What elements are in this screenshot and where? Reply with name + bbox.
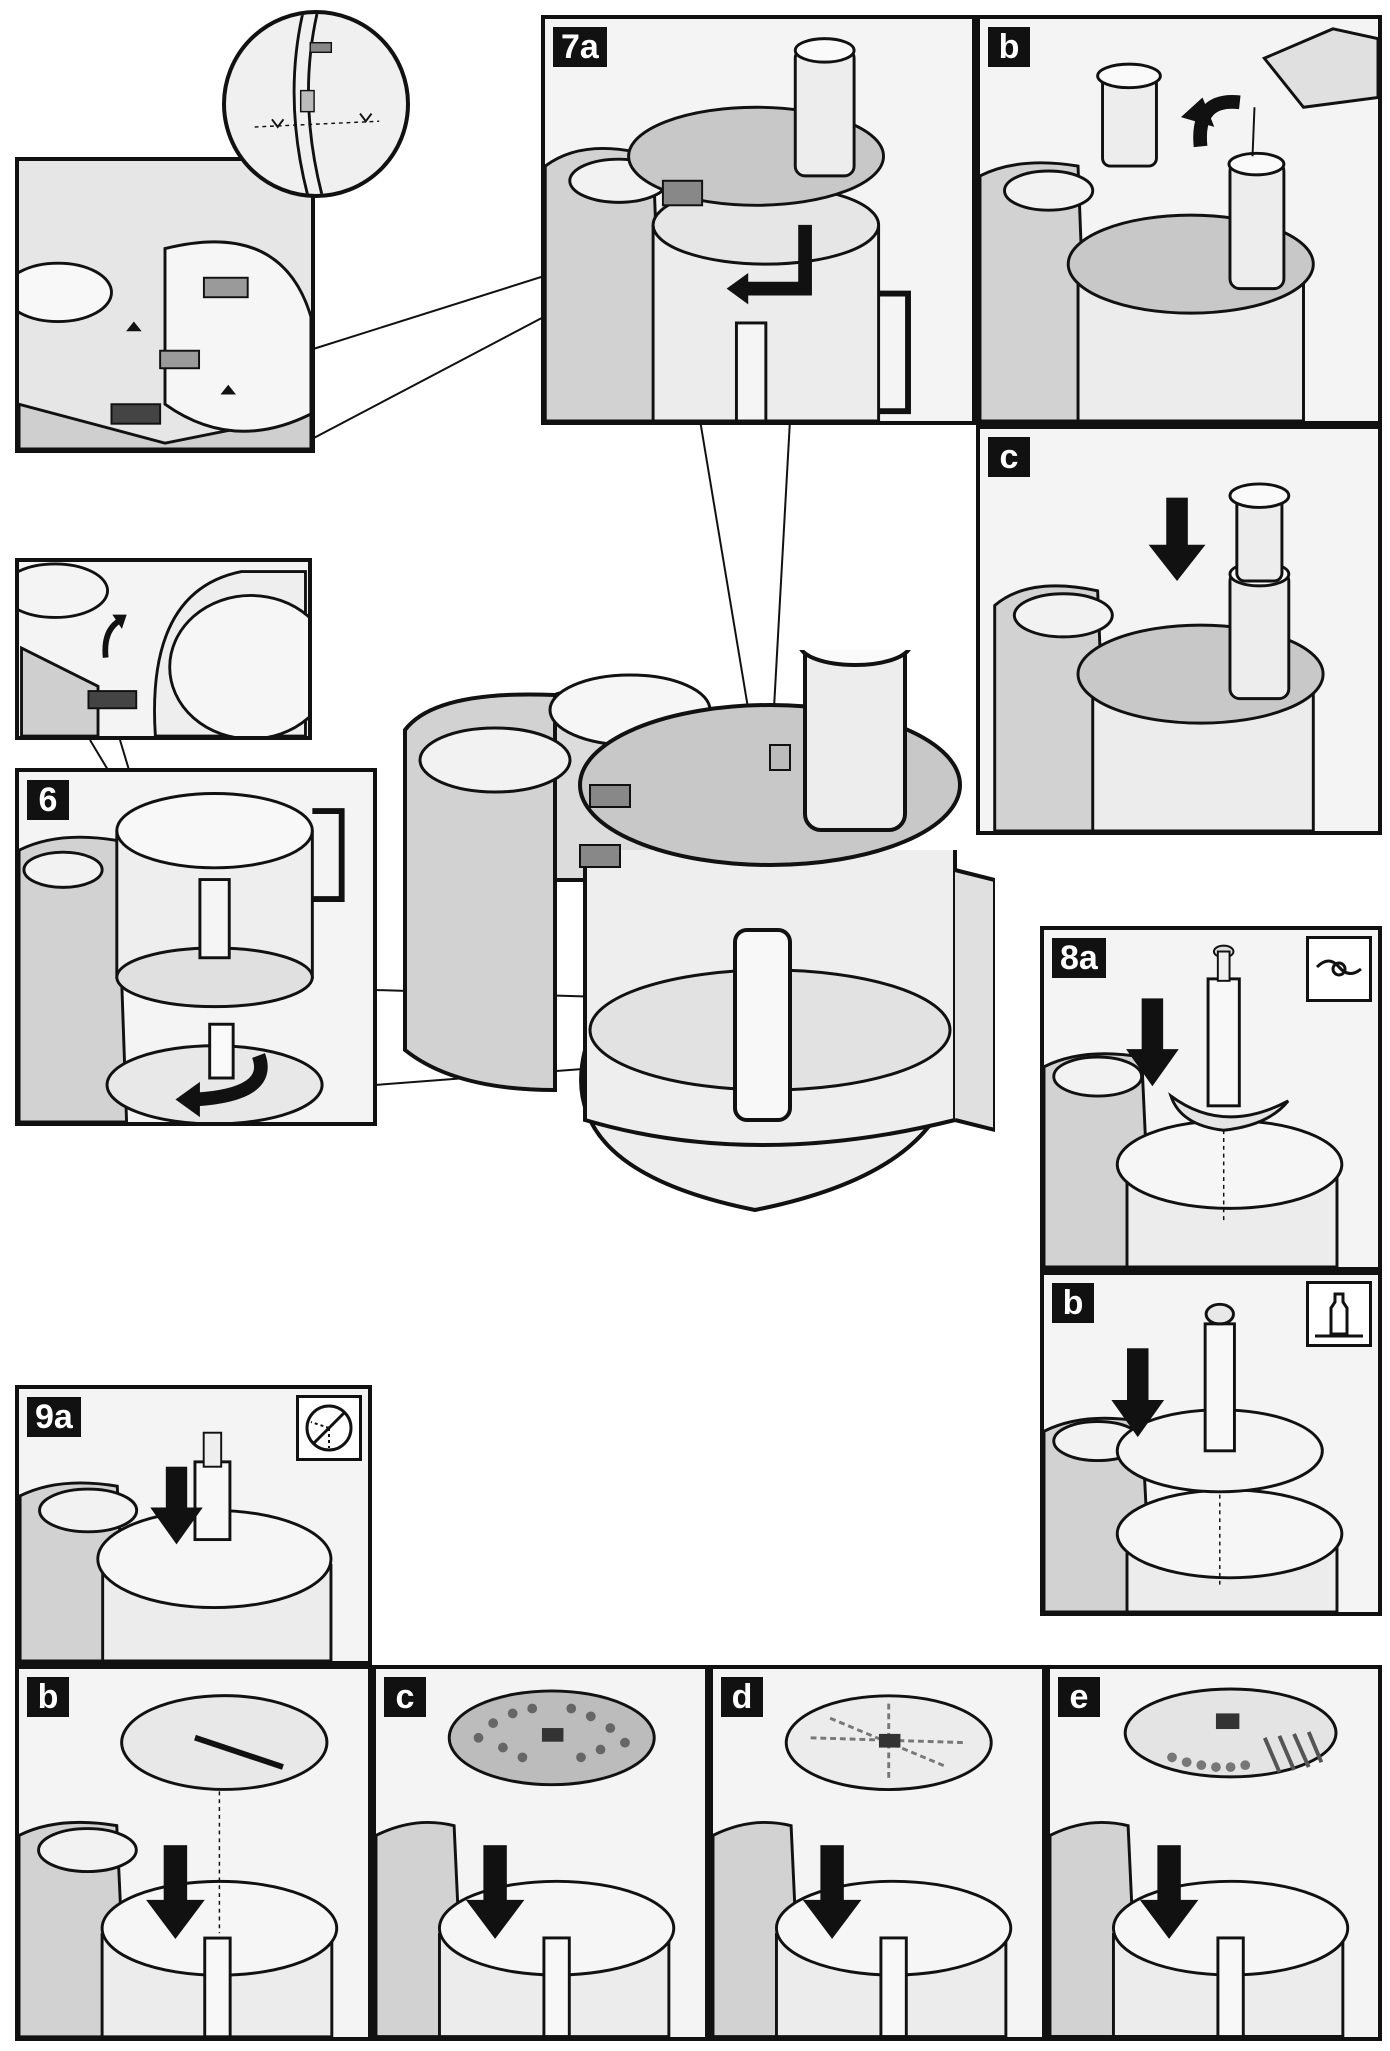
zoom-inset-lock xyxy=(15,157,315,453)
panel-6-inset xyxy=(15,558,312,740)
panel-label-7b: b xyxy=(988,27,1030,67)
step-6-drawing xyxy=(19,792,345,1122)
disc-spindle-icon xyxy=(296,1395,362,1461)
step-9d-drawing xyxy=(713,1694,1013,2037)
step-9c-drawing xyxy=(376,1689,676,2037)
panel-label-9b: b xyxy=(27,1677,69,1717)
chopping-blade-icon xyxy=(1306,936,1372,1002)
panel-9c: c xyxy=(372,1665,709,2041)
panel-7b: b xyxy=(976,15,1382,425)
panel-label-9d: d xyxy=(721,1677,763,1717)
panel-8b: b xyxy=(1040,1271,1382,1616)
panel-9d: d xyxy=(709,1665,1046,2041)
step-9a-drawing xyxy=(19,1431,333,1661)
panel-label-6: 6 xyxy=(27,780,69,820)
panel-label-7c: c xyxy=(988,437,1030,477)
panel-8a: 8a xyxy=(1040,926,1382,1271)
chopping-blade-glyph xyxy=(1315,959,1362,977)
panel-6: 6 xyxy=(15,768,377,1126)
panel-9b: b xyxy=(15,1665,372,2041)
panel-label-9e: e xyxy=(1058,1677,1100,1717)
panel-7a: 7a xyxy=(541,15,976,425)
zoom-lock-drawing xyxy=(19,161,311,449)
emulsifying-disc-glyph xyxy=(1315,1292,1363,1338)
step-8a-drawing xyxy=(1044,944,1344,1267)
zoom-circle-drawing xyxy=(254,14,380,194)
assembled-food-processor xyxy=(403,650,995,1213)
panel-label-9c: c xyxy=(384,1677,426,1717)
emulsifying-disc-icon xyxy=(1306,1281,1372,1347)
panel-label-8b: b xyxy=(1052,1283,1094,1323)
panel-9e: e xyxy=(1046,1665,1382,2041)
panel-7c: c xyxy=(976,425,1382,835)
step-9b-drawing xyxy=(19,1694,339,2037)
panel-9a: 9a xyxy=(15,1385,372,1665)
step-7b-drawing xyxy=(980,27,1378,421)
panel-label-8a: 8a xyxy=(1052,938,1106,978)
step-7c-drawing xyxy=(993,482,1325,831)
step-6-inset-drawing xyxy=(19,562,308,736)
step-8b-drawing xyxy=(1044,1302,1344,1612)
disc-spindle-glyph xyxy=(305,1404,353,1452)
zoom-circle-detail xyxy=(222,10,410,198)
panel-label-7a: 7a xyxy=(553,27,607,67)
step-9e-drawing xyxy=(1050,1687,1350,2037)
panel-label-9a: 9a xyxy=(27,1397,81,1437)
step-7a-drawing xyxy=(545,37,911,421)
